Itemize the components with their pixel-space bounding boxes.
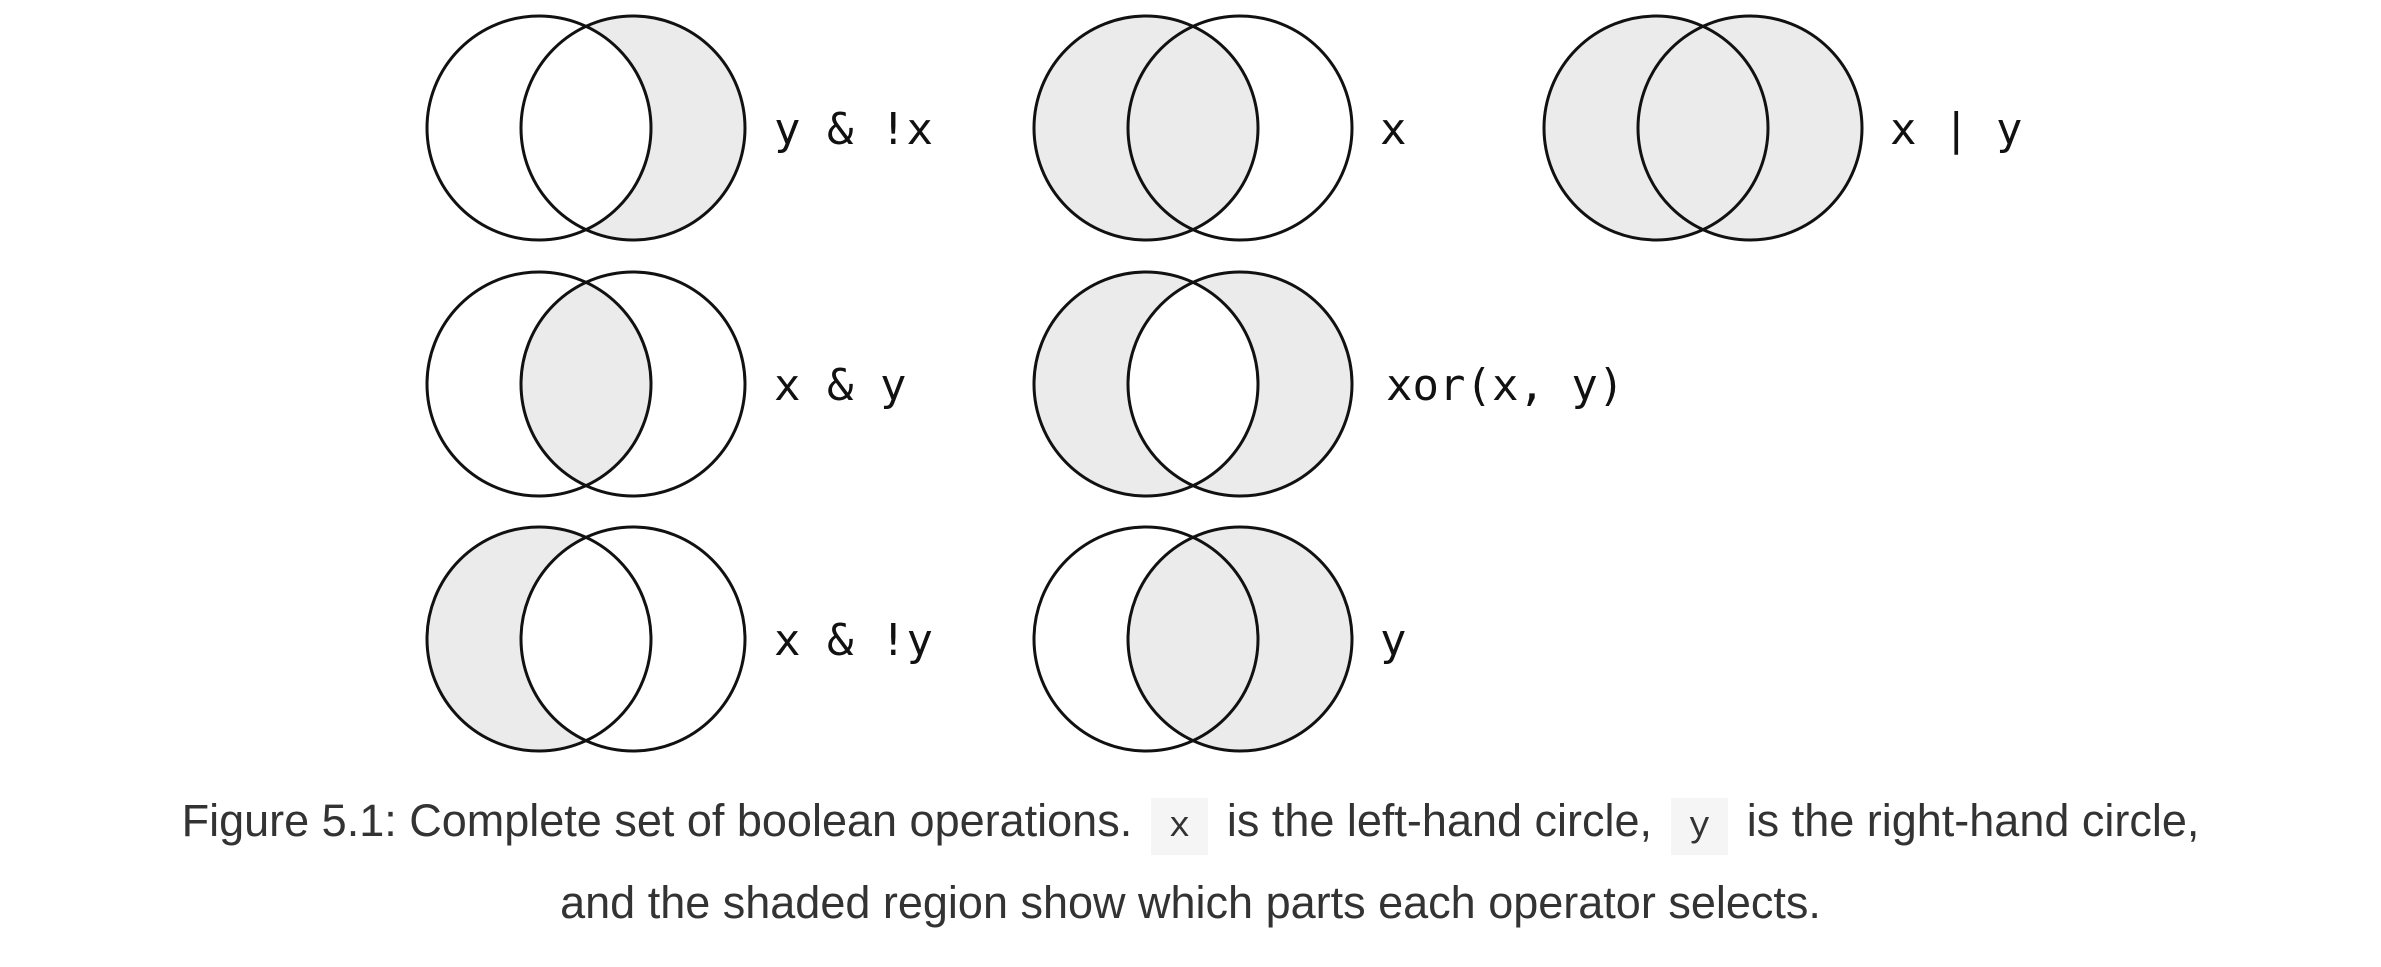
region-right-only bbox=[521, 16, 745, 240]
circle-x bbox=[1542, 14, 1770, 242]
region-intersection bbox=[1128, 527, 1258, 751]
venn-diagram: xor(x, y) bbox=[1032, 270, 1624, 498]
caption-text: Figure 5.1: Complete set of boolean oper… bbox=[181, 795, 1133, 846]
venn-diagram: x | y bbox=[1542, 14, 2022, 242]
caption-text: is the left-hand circle, bbox=[1226, 795, 1653, 846]
venn-diagram: y & !x bbox=[425, 14, 933, 242]
circle-x bbox=[425, 270, 653, 498]
circle-y bbox=[1126, 14, 1354, 242]
region-right-only bbox=[1128, 272, 1352, 496]
region-intersection bbox=[1638, 16, 1768, 240]
caption-text: is the right-hand circle, bbox=[1746, 795, 2200, 846]
circle-y bbox=[1636, 14, 1864, 242]
venn-diagram: x & !y bbox=[425, 525, 933, 753]
venn-diagram: x & y bbox=[425, 270, 906, 498]
operator-label: x | y bbox=[1890, 104, 2022, 155]
operator-label: x & y bbox=[774, 360, 906, 411]
code-y: y bbox=[1670, 798, 1729, 855]
operator-label: y bbox=[1380, 615, 1407, 666]
region-intersection bbox=[1128, 16, 1258, 240]
circle-x bbox=[425, 525, 653, 753]
operator-label: xor(x, y) bbox=[1386, 360, 1624, 411]
venn-diagram: y bbox=[1032, 525, 1407, 753]
operator-label: x & !y bbox=[774, 615, 933, 666]
region-intersection bbox=[521, 272, 651, 496]
circle-x bbox=[1032, 270, 1260, 498]
operator-label: x bbox=[1380, 104, 1407, 155]
region-left-only bbox=[427, 527, 651, 751]
circle-y bbox=[519, 270, 747, 498]
venn-diagram: x bbox=[1032, 14, 1407, 242]
circle-x bbox=[1032, 525, 1260, 753]
circle-y bbox=[1126, 270, 1354, 498]
code-x: x bbox=[1150, 798, 1209, 855]
figure-caption-line-1: Figure 5.1: Complete set of boolean oper… bbox=[0, 791, 2381, 857]
circle-y bbox=[519, 14, 747, 242]
circle-x bbox=[425, 14, 653, 242]
figure-caption-line-2: and the shaded region show which parts e… bbox=[560, 877, 1821, 928]
circle-y bbox=[1126, 525, 1354, 753]
circle-y bbox=[519, 525, 747, 753]
circle-x bbox=[1032, 14, 1260, 242]
boolean-venn-diagrams: y & !x x x | y x & y xor(x, y) x & !y y bbox=[425, 14, 2022, 753]
operator-label: y & !x bbox=[774, 104, 933, 155]
